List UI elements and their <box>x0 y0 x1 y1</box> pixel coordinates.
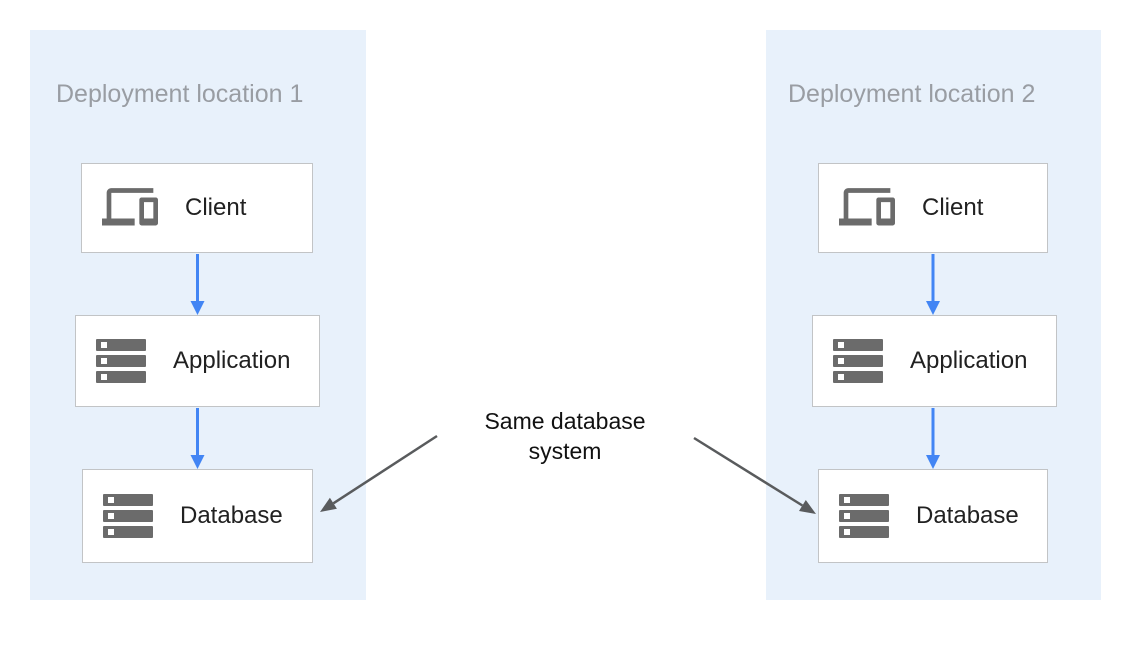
annotation-line-1: Same database <box>484 408 646 434</box>
node-label: Database <box>180 502 283 529</box>
server-stack-icon <box>96 339 146 383</box>
annotation-same-database-system: Same database system <box>463 406 667 466</box>
devices-icon <box>102 188 158 226</box>
devices-icon <box>839 188 895 226</box>
node-database: Database <box>82 469 313 563</box>
node-label: Client <box>922 194 984 221</box>
deployment-zone-2: Deployment location 2 Client App <box>766 30 1101 600</box>
node-client: Client <box>81 163 313 253</box>
deployment-zone-1: Deployment location 1 Client App <box>30 30 366 600</box>
node-label: Application <box>173 347 291 374</box>
server-stack-icon <box>103 494 153 538</box>
node-application: Application <box>75 315 320 407</box>
node-label: Database <box>916 502 1019 529</box>
node-application: Application <box>812 315 1057 407</box>
node-database: Database <box>818 469 1048 563</box>
zone-title: Deployment location 2 <box>788 80 1036 108</box>
server-stack-icon <box>839 494 889 538</box>
node-client: Client <box>818 163 1048 253</box>
zone-title: Deployment location 1 <box>56 80 304 108</box>
node-label: Client <box>185 194 247 221</box>
node-label: Application <box>910 347 1028 374</box>
annotation-line-2: system <box>528 438 602 464</box>
server-stack-icon <box>833 339 883 383</box>
